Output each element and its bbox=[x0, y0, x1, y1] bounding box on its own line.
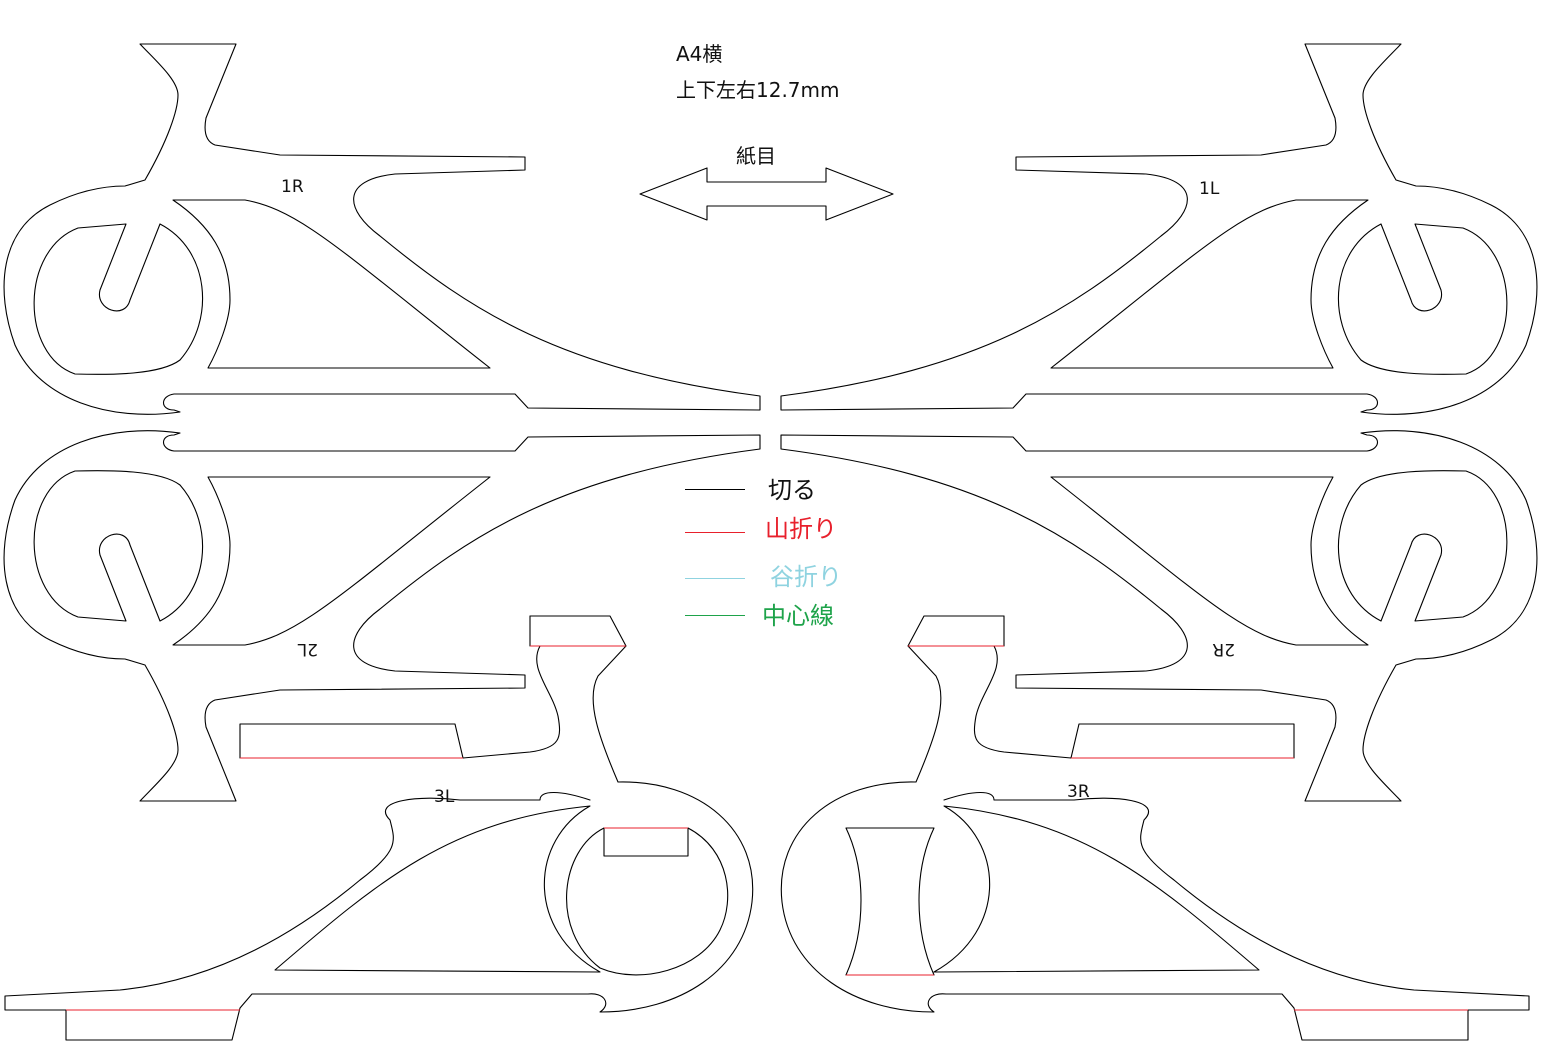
stand-3r-barrel bbox=[845, 827, 935, 976]
legend-cut-line bbox=[685, 489, 745, 490]
margin-note: 上下左右12.7mm bbox=[676, 78, 840, 102]
label-1l: 1L bbox=[1199, 179, 1220, 199]
stand-3l-slot bbox=[603, 827, 689, 857]
grain-label: 紙目 bbox=[736, 144, 776, 168]
part-2l bbox=[3, 430, 761, 802]
part-3r bbox=[780, 615, 1530, 1041]
legend-cut-label: 切る bbox=[768, 476, 816, 504]
label-3l: 3L bbox=[434, 787, 455, 807]
label-2l: 2L bbox=[297, 639, 318, 659]
part-3l bbox=[4, 615, 754, 1041]
stand-3l-outline bbox=[4, 615, 754, 1041]
part-1l bbox=[780, 43, 1538, 415]
label-3r: 3R bbox=[1067, 782, 1090, 802]
stand-3l-tab bbox=[239, 723, 464, 759]
part-1r bbox=[3, 43, 761, 415]
legend-mountain-label: 山折り bbox=[765, 515, 837, 543]
label-2r: 2R bbox=[1212, 639, 1235, 659]
legend-center-line bbox=[685, 615, 745, 616]
stand-3r-window bbox=[933, 805, 1260, 973]
paper-size-note: A4横 bbox=[676, 42, 723, 66]
legend-mountain-line bbox=[685, 532, 745, 533]
legend-valley-line bbox=[685, 578, 745, 579]
legend-valley-label: 谷折り bbox=[770, 563, 842, 591]
stand-3l-ring bbox=[566, 827, 729, 976]
stand-3l-window bbox=[274, 805, 601, 973]
grain-arrow-icon bbox=[639, 167, 894, 221]
legend-center-label: 中心線 bbox=[762, 602, 834, 630]
stand-3r-outline bbox=[780, 615, 1530, 1041]
label-1r: 1R bbox=[281, 177, 304, 197]
stand-3l-neck bbox=[462, 615, 561, 759]
part-2r bbox=[780, 430, 1538, 802]
stand-3r-neck bbox=[973, 615, 1072, 759]
stand-3r-tab bbox=[1070, 723, 1295, 759]
